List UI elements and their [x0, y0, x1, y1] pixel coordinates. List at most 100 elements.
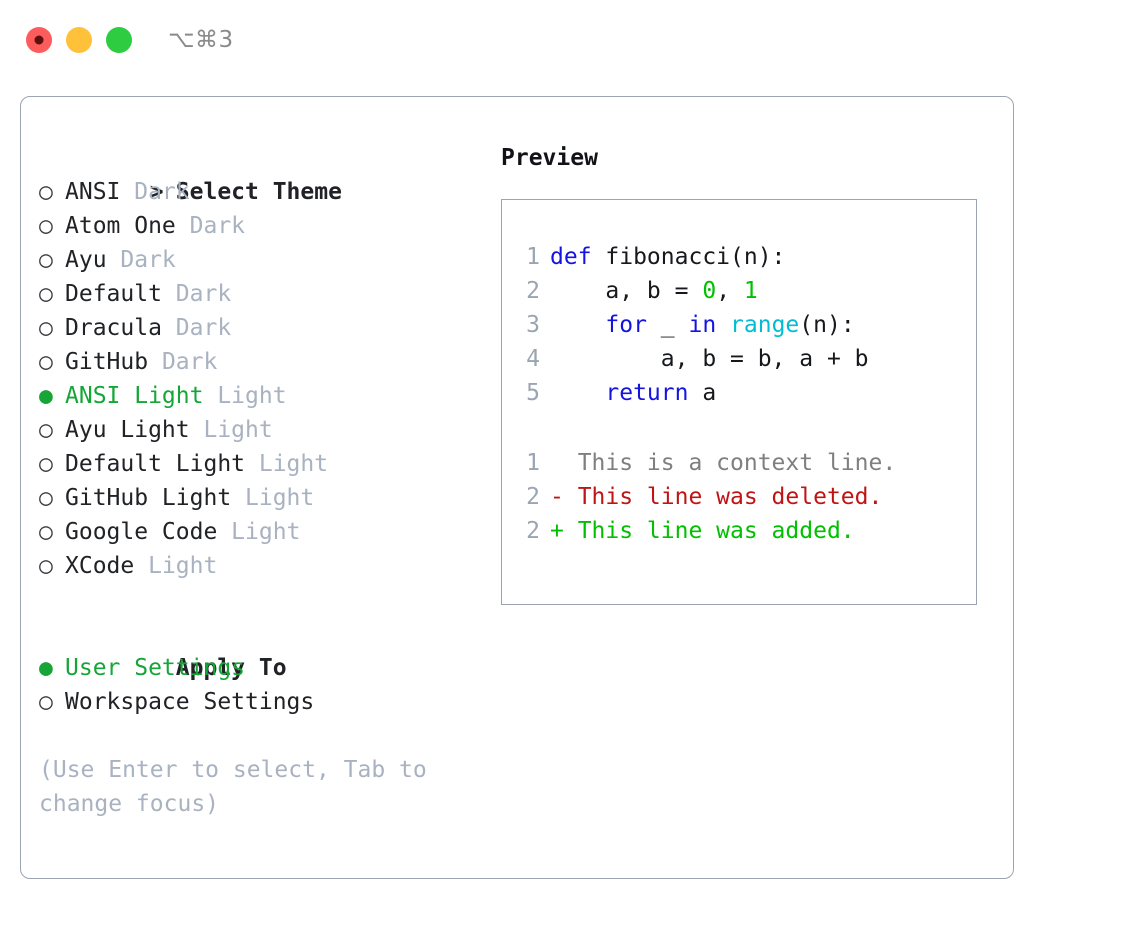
radio-unselected-icon: ○: [39, 553, 53, 579]
theme-selector-panel: >Select Theme ○ANSI Dark○Atom One Dark○A…: [20, 96, 1014, 879]
code-token: a: [688, 380, 717, 406]
theme-option-ayu-light[interactable]: ○Ayu Light Light: [39, 413, 489, 447]
theme-picker-column: >Select Theme ○ANSI Dark○Atom One Dark○A…: [39, 141, 489, 821]
diff-line: 2+ This line was added.: [502, 514, 976, 548]
radio-unselected-icon: ○: [39, 247, 53, 273]
theme-option-dracula[interactable]: ○ Dracula Dark: [39, 311, 489, 345]
code-line-text: for _ in range(n):: [550, 308, 854, 342]
code-line: 2 a, b = 0, 1: [502, 274, 976, 308]
theme-variant-badge: Dark: [120, 179, 190, 205]
theme-option-atom-one[interactable]: ○Atom One Dark: [39, 209, 489, 243]
code-token: a, b =: [550, 278, 703, 304]
theme-variant-badge: Dark: [175, 213, 246, 239]
diff-line-number: 2: [526, 518, 540, 544]
radio-unselected-icon: ○: [39, 349, 53, 375]
window-controls: [26, 27, 132, 53]
theme-option-label: Ayu: [65, 247, 107, 273]
theme-list: ○ANSI Dark○Atom One Dark○Ayu Dark○Defaul…: [39, 175, 489, 583]
code-token: a, b = b, a + b: [550, 346, 869, 372]
theme-option-default[interactable]: ○ Default Dark: [39, 277, 489, 311]
code-line-number: 4: [526, 346, 540, 372]
code-token: fibonacci(n):: [591, 244, 786, 270]
radio-unselected-icon: ○: [39, 519, 53, 545]
theme-option-ansi-light[interactable]: ● ANSI Light Light: [39, 379, 489, 413]
code-token: return: [605, 380, 689, 406]
keyboard-hint-text: (Use Enter to select, Tab to change focu…: [39, 757, 427, 817]
theme-option-label: Default Light: [65, 451, 246, 477]
code-token: 1: [743, 278, 758, 304]
code-token: range: [730, 312, 800, 338]
radio-unselected-icon: ○: [39, 179, 53, 205]
diff-line: 2 - This line was deleted.: [502, 480, 976, 514]
diff-line: 1 This is a context line.: [502, 446, 976, 480]
theme-option-label: Google Code: [65, 519, 218, 545]
apply-to-heading: Apply To: [39, 617, 489, 681]
theme-variant-badge: Light: [245, 451, 329, 477]
theme-option-ayu[interactable]: ○ Ayu Dark: [39, 243, 489, 277]
theme-option-label: Default: [65, 281, 162, 307]
diff-line-number: 2: [526, 484, 540, 510]
list-spacer: [39, 583, 489, 617]
theme-option-label: GitHub Light: [65, 485, 232, 511]
code-line: 4 a, b = b, a + b: [502, 342, 976, 376]
theme-option-xcode[interactable]: ○XCode Light: [39, 549, 489, 583]
apply-to-label: Apply To: [175, 655, 287, 681]
code-token: in: [688, 312, 717, 338]
apply-to-option-workspace-settings[interactable]: ○ Workspace Settings: [39, 685, 489, 719]
apply-to-list: ● User Settings ○ Workspace Settings: [39, 651, 489, 719]
keyboard-shortcut-label: ⌥⌘3: [168, 27, 234, 53]
preview-heading: Preview: [501, 145, 598, 171]
close-button[interactable]: [26, 27, 52, 53]
theme-variant-badge: Dark: [148, 349, 218, 375]
code-line-text: def fibonacci(n):: [550, 240, 785, 274]
radio-unselected-icon: ○: [39, 689, 53, 715]
theme-option-label: Dracula: [65, 315, 162, 341]
theme-variant-badge: Dark: [161, 281, 232, 307]
radio-selected-icon: ●: [39, 383, 53, 409]
radio-unselected-icon: ○: [39, 315, 53, 341]
radio-unselected-icon: ○: [39, 485, 53, 511]
theme-variant-badge: Dark: [106, 247, 176, 273]
apply-to-option-user-settings[interactable]: ● User Settings: [39, 651, 489, 685]
code-line-text: return a: [550, 376, 716, 410]
theme-variant-badge: Light: [217, 519, 301, 545]
diff-line-text: This is a context line.: [550, 450, 897, 476]
code-token: ,: [716, 278, 744, 304]
theme-option-label: GitHub: [65, 349, 149, 375]
theme-variant-badge: Dark: [161, 315, 232, 341]
code-token: for: [605, 312, 647, 338]
diff-line-text: - This line was deleted.: [550, 484, 883, 510]
prompt-caret-icon: >: [149, 179, 164, 205]
radio-unselected-icon: ○: [39, 281, 53, 307]
theme-option-ansi[interactable]: ○ ANSI Dark: [39, 175, 489, 209]
code-line-number: 5: [526, 380, 540, 406]
theme-option-google-code[interactable]: ○ Google Code Light: [39, 515, 489, 549]
theme-option-label: ANSI Light: [65, 383, 204, 409]
code-token: _: [646, 312, 689, 338]
radio-selected-icon: ●: [39, 655, 53, 681]
theme-option-default-light[interactable]: ○ Default Light Light: [39, 447, 489, 481]
code-line: 3 for _ in range(n):: [502, 308, 976, 342]
apply-to-option-label: User Settings: [65, 655, 246, 681]
theme-option-label: ANSI: [65, 179, 121, 205]
code-token: [716, 312, 730, 338]
theme-variant-badge: Light: [203, 383, 287, 409]
theme-option-github-light[interactable]: ○GitHub Light Light: [39, 481, 489, 515]
theme-variant-badge: Light: [189, 417, 273, 443]
diff-sample: 1 This is a context line. 2 - This line wa…: [502, 446, 976, 548]
code-line: 5 return a: [502, 376, 976, 410]
theme-option-label: XCode: [65, 553, 135, 579]
window-titlebar: ⌥⌘3: [0, 0, 1140, 80]
apply-to-option-label: Workspace Settings: [65, 689, 315, 715]
maximize-button[interactable]: [106, 27, 132, 53]
minimize-button[interactable]: [66, 27, 92, 53]
theme-option-github[interactable]: ○ GitHub Dark: [39, 345, 489, 379]
code-line-number: 3: [526, 312, 540, 338]
code-line-number: 2: [526, 278, 540, 304]
code-token: [550, 312, 605, 338]
radio-unselected-icon: ○: [39, 451, 53, 477]
code-line-text: a, b = b, a + b: [550, 342, 869, 376]
